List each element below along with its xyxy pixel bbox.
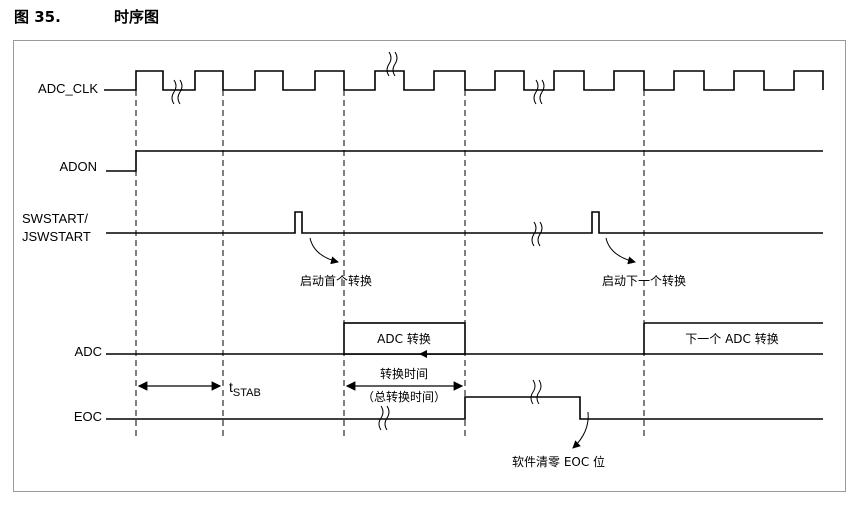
adc-conversion-box	[343, 322, 466, 355]
label-adon: ADON	[59, 159, 97, 174]
figure-header: 图 35. 时序图	[14, 6, 159, 27]
eoc-waveform	[106, 396, 823, 420]
conversion-time-label: 转换时间	[380, 366, 428, 381]
label-adc-clk: ADC_CLK	[38, 81, 98, 96]
start-first-label: 启动首个转换	[300, 273, 372, 288]
label-eoc: EOC	[74, 409, 102, 424]
break-mark	[539, 79, 545, 105]
start-first-arrow	[309, 237, 339, 265]
label-adc: ADC	[75, 344, 102, 359]
break-mark	[536, 379, 542, 405]
break-mark	[378, 405, 384, 431]
break-mark	[386, 51, 392, 77]
tstab-label: tSTAB	[229, 379, 261, 399]
guide-lines	[135, 90, 645, 438]
figure-number: 图 35.	[14, 8, 61, 26]
break-mark	[384, 405, 390, 431]
break-mark	[171, 79, 177, 105]
break-mark	[537, 221, 543, 247]
adon-waveform	[106, 150, 823, 172]
diagram-frame	[13, 40, 846, 492]
start-next-arrow	[605, 237, 636, 265]
label-swstart: SWSTART/	[22, 211, 88, 226]
clear-eoc-label: 软件清零 EOC 位	[512, 454, 605, 469]
clear-eoc-arrow	[572, 411, 589, 449]
tstab-t: t	[229, 379, 233, 395]
start-next-label: 启动下一个转换	[602, 273, 686, 288]
eoc-breaks	[378, 379, 542, 431]
swstart-waveform	[106, 211, 823, 234]
break-mark	[531, 221, 537, 247]
break-mark	[530, 379, 536, 405]
break-mark	[177, 79, 183, 105]
tstab-sub: STAB	[233, 387, 261, 399]
figure-title: 时序图	[114, 8, 160, 26]
next-conversion-label: 下一个 ADC 转换	[685, 331, 778, 346]
break-mark	[533, 79, 539, 105]
swstart-break	[531, 221, 543, 247]
label-jswstart: JSWSTART	[22, 229, 91, 244]
total-conversion-time-label: （总转换时间）	[362, 389, 446, 404]
adc-clk-waveform	[104, 70, 824, 91]
break-marks	[171, 51, 545, 105]
adc-conversion-label: ADC 转换	[377, 331, 431, 346]
break-mark	[392, 51, 398, 77]
